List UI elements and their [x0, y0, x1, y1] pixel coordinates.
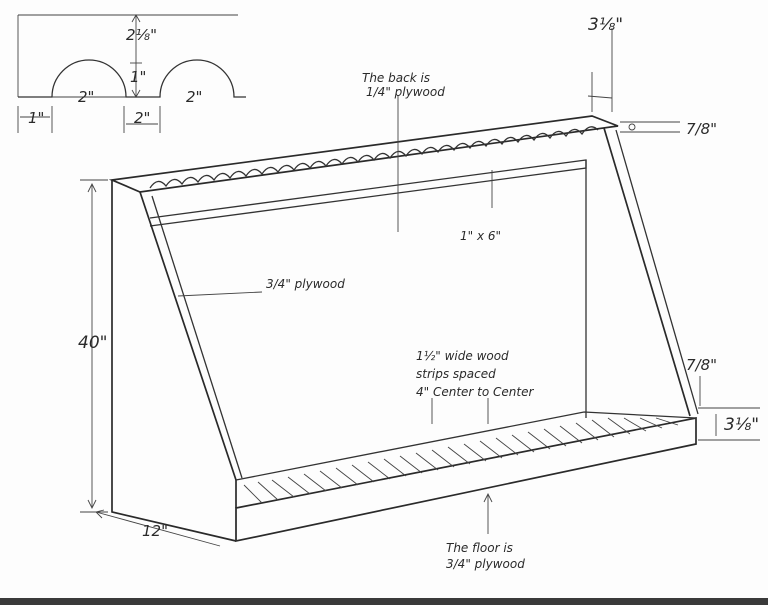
front-height-label: 3⅛": [724, 415, 759, 435]
arrowhead: [483, 492, 493, 503]
side-label: 3/4" plywood: [266, 277, 345, 291]
dimension-lines: [80, 28, 760, 547]
barrel-notches: [149, 126, 599, 189]
arrowhead: [87, 182, 97, 193]
left-side-slope: [139, 191, 237, 481]
top-rail: [108, 115, 619, 193]
back-label-line2: 1/4" plywood: [366, 85, 445, 99]
floor-front-board: [235, 416, 697, 543]
arrowhead: [95, 509, 105, 519]
left-side-front-edge: [111, 180, 237, 542]
strips-label-line1: 1½" wide wood: [416, 349, 509, 363]
detail-height-label: 2⅛": [126, 26, 157, 44]
notch-right-label: 2": [186, 88, 202, 106]
right-support-inner: [615, 129, 699, 415]
back-board: [149, 159, 587, 227]
board-label: 1" x 6": [460, 229, 501, 243]
notch-left-label: 2": [78, 88, 94, 106]
height-label: 40": [78, 333, 107, 353]
floor-label-line2: 3/4" plywood: [446, 557, 525, 571]
front-thickness-label: 7/8": [686, 356, 717, 374]
left-side-inner: [151, 195, 243, 479]
arrowhead: [87, 499, 97, 510]
notch-detail: 2⅛" 1" 2" 2" 1" 2": [17, 14, 246, 133]
side-leader: [177, 291, 263, 297]
right-support-outer: [603, 127, 691, 417]
strips-label-line3: 4" Center to Center: [416, 385, 534, 399]
floor-label-line1: The floor is: [446, 541, 513, 555]
floor-back-edge: [235, 411, 697, 481]
arrowhead: [131, 89, 141, 98]
rack-structure: [108, 115, 699, 543]
dim-marker: [628, 123, 636, 131]
gap-label: 2": [134, 109, 150, 127]
arrowhead: [131, 14, 141, 23]
notch-profile: [18, 59, 246, 98]
floor-strips: [243, 417, 679, 504]
bottom-edge-bar: [0, 598, 768, 605]
top-width-label: 3⅛": [588, 15, 623, 35]
depth-label: 12": [142, 522, 168, 540]
edge-label: 1": [28, 109, 44, 127]
back-label-line1: The back is: [362, 71, 430, 85]
strips-label-line2: strips spaced: [416, 367, 496, 381]
top-width-dim: [587, 95, 613, 99]
top-thickness-label: 7/8": [686, 120, 717, 138]
detail-radius-label: 1": [130, 68, 146, 86]
labels: The back is 1/4" plywood 3⅛" 7/8" 1" x 6…: [78, 15, 759, 571]
depth-dim-line: [95, 511, 221, 547]
